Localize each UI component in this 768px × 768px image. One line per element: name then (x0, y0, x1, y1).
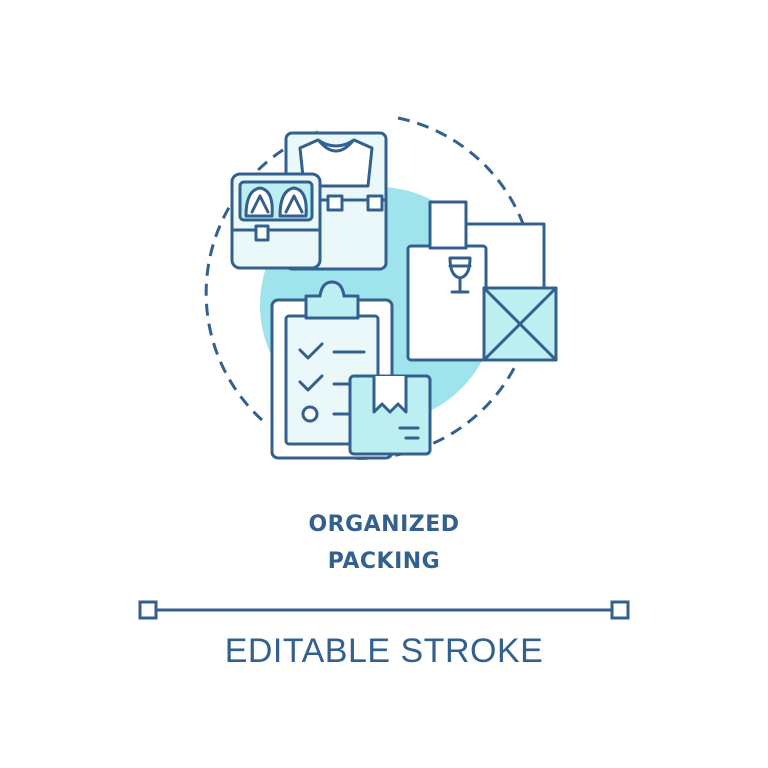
envelope-icon (482, 286, 558, 362)
organized-packing-illustration (204, 116, 558, 460)
title-line-2: PACKING (327, 549, 441, 574)
parcel-box-icon (348, 374, 432, 456)
editable-stroke-caption: EDITABLE STROKE (224, 632, 544, 670)
editable-stroke-guide (138, 600, 630, 620)
suitcase-with-sandals-icon (230, 172, 322, 270)
stroke-guide-handle-left[interactable] (138, 600, 158, 620)
stroke-guide-handle-right[interactable] (610, 600, 630, 620)
title-line-1: ORGANIZED (308, 512, 460, 537)
fragile-box-icon (406, 200, 488, 362)
dashed-ring-left-arc (204, 130, 319, 422)
